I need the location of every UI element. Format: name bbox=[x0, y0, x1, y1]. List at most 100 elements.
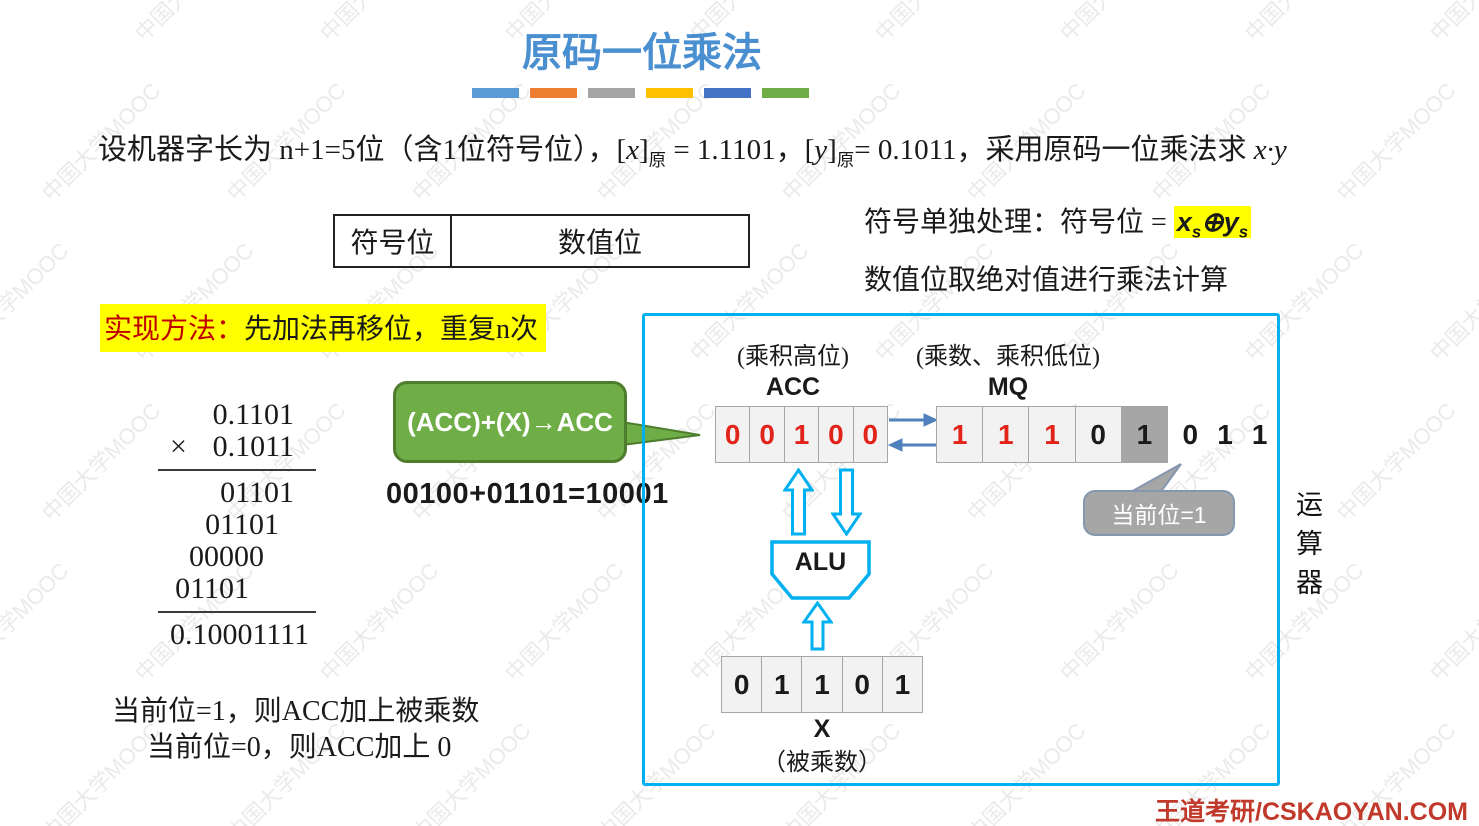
watermark-text: 中国大学MOOC bbox=[127, 0, 260, 48]
register-cell: 1 bbox=[762, 657, 803, 712]
addition-equation: 00100+01101=10001 bbox=[386, 478, 669, 510]
xor-operator: ⊕ bbox=[1201, 207, 1224, 237]
alu-to-acc-arrow-icon bbox=[783, 468, 814, 536]
watermark-text: 中国大学MOOC bbox=[1237, 0, 1370, 48]
acc-add-callout-text: (ACC)+(X)→ACC bbox=[407, 406, 613, 437]
rule-line bbox=[158, 611, 316, 613]
sign-bit-cell: 符号位 bbox=[335, 216, 452, 266]
watermark-text: 中国大学MOOC bbox=[1422, 0, 1479, 48]
product-result: 0.10001111 bbox=[170, 618, 310, 651]
brand-footer: 王道考研/CSKAOYAN.COM bbox=[1155, 798, 1468, 826]
watermark-text: 中国大学MOOC bbox=[1052, 0, 1185, 48]
statement-sub-yuan: 原 bbox=[836, 149, 855, 170]
acc-caption-line: (乘积高位) bbox=[737, 344, 849, 370]
register-cell: 1 bbox=[1121, 407, 1168, 462]
shifted-out-bit: 1 bbox=[1251, 418, 1268, 450]
method-label: 实现方法： bbox=[104, 314, 245, 345]
times-sign: × bbox=[170, 430, 187, 463]
register-cell: 0 bbox=[853, 407, 888, 462]
x-register-caption: （被乘数） bbox=[762, 750, 882, 776]
operation-unit-label: 运算器 bbox=[1292, 490, 1322, 607]
alu-shape bbox=[770, 540, 871, 600]
register-cell: 1 bbox=[983, 407, 1030, 462]
sign-rule-prefix: 符号单独处理：符号位 = bbox=[864, 207, 1174, 238]
alu-label: ALU bbox=[794, 548, 847, 576]
shift-arrows bbox=[888, 413, 938, 452]
multiplier: 0.1011 bbox=[212, 430, 294, 463]
watermark-text: 中国大学MOOC bbox=[1425, 237, 1479, 367]
statement-var-y: y bbox=[814, 134, 828, 166]
register-cell: 0 bbox=[716, 407, 751, 462]
watermark-text: 中国大学MOOC bbox=[0, 557, 74, 687]
acc-name: ACC bbox=[765, 373, 821, 401]
xor-highlight: xs⊕ys bbox=[1173, 206, 1252, 242]
multiplicand: 0.1101 bbox=[212, 398, 294, 431]
statement-text: = 1.1101，[ bbox=[666, 134, 815, 166]
problem-statement: 设机器字长为 n+1=5位（含1位符号位），[x]原 = 1.1101，[y]原… bbox=[98, 126, 1428, 172]
page-title: 原码一位乘法 bbox=[522, 30, 762, 75]
shifted-out-bit: 1 bbox=[1217, 418, 1233, 450]
sub-s: s bbox=[1191, 222, 1202, 242]
var-x: x bbox=[1176, 207, 1192, 237]
statement-text: 设机器字长为 n+1=5位（含1位符号位），[ bbox=[98, 134, 627, 166]
acc-to-alu-arrow-icon bbox=[831, 468, 862, 536]
accent-bar bbox=[588, 88, 635, 98]
acc-caption: (乘积高位) ACC bbox=[703, 336, 883, 402]
watermark-text: 中国大学MOOC bbox=[315, 557, 444, 687]
watermark-text: 中国大学MOOC bbox=[500, 557, 629, 687]
x-register-name: X bbox=[813, 715, 831, 743]
sign-rule-line1: 符号单独处理：符号位 = xs⊕ys bbox=[864, 200, 1252, 242]
sign-rule-block: 符号单独处理：符号位 = xs⊕ys 数值位取绝对值进行乘法计算 bbox=[864, 200, 1252, 298]
multiplier-line: × 0.1011 bbox=[170, 431, 294, 463]
var-y: y bbox=[1223, 207, 1239, 237]
x-to-alu-arrow-icon bbox=[802, 601, 833, 651]
partial-product: 00000 bbox=[189, 540, 264, 573]
shift-right-arrow bbox=[889, 413, 938, 427]
register-cell: 0 bbox=[1075, 407, 1122, 462]
register-cell: 1 bbox=[882, 657, 923, 712]
rule-line bbox=[158, 469, 316, 471]
watermark-text: 中国大学MOOC bbox=[0, 0, 75, 48]
accent-bar bbox=[472, 88, 519, 98]
partial-product: 01101 bbox=[205, 508, 279, 541]
title-accent-bars bbox=[472, 88, 809, 98]
word-format-box: 符号位 数值位 bbox=[333, 214, 750, 268]
statement-var-xy: x·y bbox=[1253, 134, 1287, 166]
watermark-text: 中国大学MOOC bbox=[0, 237, 74, 367]
rule-notes: 当前位=1，则ACC加上被乘数 当前位=0，则ACC加上 0 bbox=[112, 694, 479, 766]
register-cell: 1 bbox=[1029, 407, 1076, 462]
accent-bar bbox=[704, 88, 751, 98]
shift-left-arrow bbox=[888, 438, 937, 452]
register-cell: 0 bbox=[722, 657, 763, 712]
watermark-text: 中国大学MOOC bbox=[1332, 397, 1461, 527]
statement-bracket: ] bbox=[827, 134, 837, 166]
note-line-1: 当前位=1，则ACC加上被乘数 bbox=[112, 696, 480, 727]
shifted-out-bit: 0 bbox=[1182, 418, 1199, 450]
method-text: 先加法再移位，重复n次 bbox=[244, 314, 539, 345]
accent-bar bbox=[646, 88, 693, 98]
acc-add-callout: (ACC)+(X)→ACC bbox=[393, 381, 627, 463]
mq-name: MQ bbox=[987, 373, 1029, 401]
accent-bar bbox=[530, 88, 577, 98]
note-line-2: 当前位=0，则ACC加上 0 bbox=[147, 732, 452, 763]
sign-rule-line2: 数值位取绝对值进行乘法计算 bbox=[864, 265, 1229, 297]
sub-s: s bbox=[1238, 222, 1249, 242]
accent-bar bbox=[762, 88, 809, 98]
mq-caption: (乘数、乘积低位) MQ bbox=[893, 336, 1123, 402]
register-cell: 0 bbox=[842, 657, 883, 712]
value-bits-cell: 数值位 bbox=[557, 228, 642, 259]
statement-sub-yuan: 原 bbox=[648, 149, 667, 170]
watermark-text: 中国大学MOOC bbox=[1425, 557, 1479, 687]
method-highlight: 实现方法：先加法再移位，重复n次 bbox=[100, 304, 547, 352]
partial-product: 01101 bbox=[220, 476, 294, 509]
mq-caption-line: (乘数、乘积低位) bbox=[916, 344, 1100, 370]
statement-text: = 0.1011，采用原码一位乘法求 bbox=[854, 134, 1254, 166]
